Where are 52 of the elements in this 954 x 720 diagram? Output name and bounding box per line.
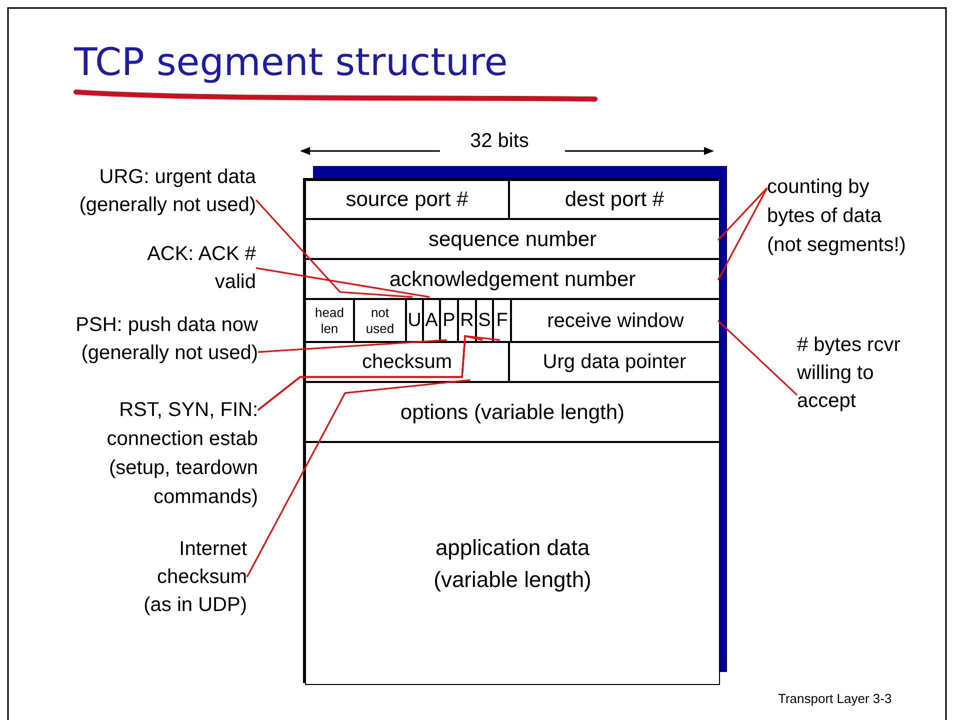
flag-label: S [478, 309, 491, 332]
flag-label: R [460, 309, 474, 332]
field-cell [511, 299, 720, 342]
field-cell [354, 299, 406, 342]
segment-box [303, 178, 718, 683]
dimension-label: 32 bits [470, 130, 529, 153]
annotation-text: URG: urgent data (generally not used) [78, 165, 256, 218]
annotation-text: counting by bytes of data (not segments!) [767, 175, 907, 258]
field-cell [305, 382, 720, 442]
flag-bit-cell [476, 299, 493, 342]
leader-line [246, 379, 470, 578]
leader-line [717, 320, 798, 396]
flag-bit-cell [493, 299, 511, 342]
annotation-text: ACK: ACK # valid [146, 242, 256, 295]
field-cell [305, 180, 509, 219]
field-label: sequence number [428, 226, 597, 252]
field-cell [305, 342, 509, 382]
field-label: dest port # [564, 187, 664, 212]
leader-line [717, 188, 768, 280]
field-label: not used [364, 304, 396, 336]
flag-bit-cell [458, 299, 476, 342]
field-label: Urg data pointer [542, 350, 686, 374]
field-cell [305, 442, 720, 685]
field-cell [509, 180, 720, 219]
field-label: acknowledgement number [389, 266, 636, 292]
field-label: checksum [362, 350, 452, 374]
field-cell [509, 342, 720, 382]
annotation-text: PSH: push data now (generally not used) [74, 313, 258, 366]
leader-line [258, 339, 448, 353]
flag-label: F [496, 309, 508, 332]
leader-line [255, 200, 413, 298]
flag-label: A [425, 309, 438, 332]
field-label: source port # [346, 187, 468, 212]
annotation-text: RST, SYN, FIN: connection estab (setup, teardown commands) [106, 398, 258, 510]
flag-label: U [408, 309, 422, 332]
leader-line [717, 187, 768, 241]
flag-label: P [442, 309, 456, 332]
slide-footer: Transport Layer 3-3 [778, 691, 892, 706]
annotation-text: # bytes rcvr willing to accept [797, 333, 902, 414]
field-cell [305, 299, 354, 342]
flag-bit-cell [406, 299, 423, 342]
flag-bit-cell [440, 299, 458, 342]
field-label: head len [314, 304, 345, 336]
field-label: receive window [547, 308, 684, 332]
field-cell [305, 259, 720, 299]
field-label: options (variable length) [400, 400, 625, 424]
flag-bit-cell [423, 299, 440, 342]
leader-line [256, 267, 430, 298]
field-label: application data (variable length) [432, 534, 592, 594]
field-cell [305, 219, 720, 259]
slide-title: TCP segment structure [74, 40, 508, 84]
annotation-text: Internet checksum (as in UDP) [142, 537, 247, 618]
